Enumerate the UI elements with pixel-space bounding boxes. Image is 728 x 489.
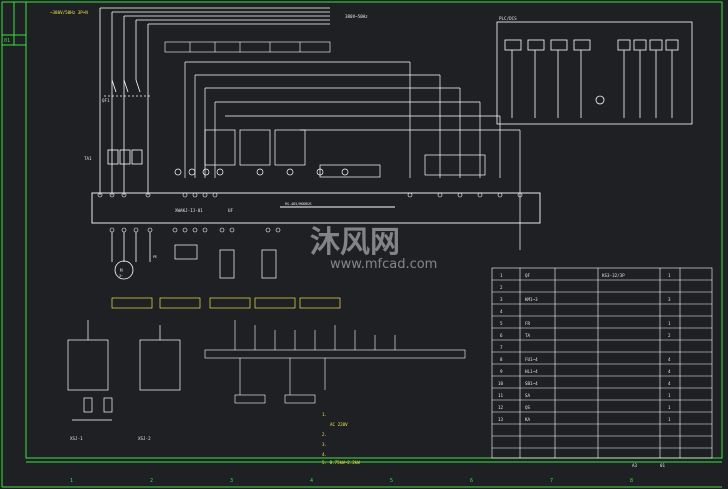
row6-no: 6 [500, 333, 503, 338]
soft-starter-unit [91, 192, 541, 224]
sheet-tag-left: 01 [4, 38, 10, 44]
row1-qty: 1 [668, 273, 671, 278]
soft-starter-label: XWAKJ-IJ-01 [175, 208, 203, 213]
row7-no: 7 [500, 345, 503, 350]
row9-code: HL1~4 [525, 369, 538, 374]
zone-num-1: 1 [70, 478, 73, 484]
row3-code: KM1~3 [525, 297, 538, 302]
zone-num-3: 3 [230, 478, 233, 484]
top-label-strip [164, 41, 331, 53]
watermark-brand: 沐风网 [310, 225, 400, 260]
zone-num-2: 2 [150, 478, 153, 484]
row11-qty: 1 [668, 393, 671, 398]
row9-qty: 4 [668, 369, 671, 374]
notes-block: 1. AC 220V 2. 3. 4. 5. 0.75kW~2.2kW [322, 412, 360, 465]
row10-qty: 4 [668, 381, 671, 386]
row6-code: TA [525, 333, 531, 338]
terminal-strip [204, 320, 466, 404]
note-line-3: 2. [322, 432, 327, 437]
row8-code: FU1~4 [525, 357, 538, 362]
supply-label: ~380V/50Hz 3P+N [50, 10, 88, 15]
row1-model: KS3-32/3P [602, 273, 625, 278]
note-line-1: 1. [322, 412, 327, 417]
qf1-label: QF1 [102, 98, 110, 103]
motor-circuit [111, 232, 151, 280]
indicator-lamps [174, 168, 349, 176]
zone-num-5: 5 [390, 478, 393, 484]
row13-no: 13 [498, 417, 504, 422]
row5-qty: 1 [668, 321, 671, 326]
row3-no: 3 [500, 297, 503, 302]
function-label-row [111, 297, 341, 309]
note-line-2: AC 220V [330, 422, 348, 427]
supply-busbars [99, 7, 330, 195]
row9-no: 9 [500, 369, 503, 374]
control-circuit [184, 61, 521, 250]
row2-no: 2 [500, 285, 503, 290]
row3-qty: 3 [668, 297, 671, 302]
current-transformers [107, 149, 143, 165]
frame-zone-numbers: 1 2 3 4 5 6 7 8 [70, 478, 633, 484]
row12-qty: 1 [668, 405, 671, 410]
row1-code: QF [525, 273, 531, 278]
supply-label-right: 380V~50Hz [345, 14, 368, 19]
bottom-legend-right: XSJ-2 [138, 436, 151, 441]
row5-code: FR [525, 321, 531, 326]
bottom-legend-left: XSJ-1 [70, 436, 83, 441]
row13-qty: 1 [668, 417, 671, 422]
parts-table-cells: 1 QF KS3-32/3P 1 2 3 KM1~3 3 4 5 FR 1 6 … [498, 273, 671, 468]
row8-no: 8 [500, 357, 503, 362]
soft-starter-label2: UF [228, 208, 234, 213]
row10-code: SB1~4 [525, 381, 538, 386]
motor-label: M [120, 268, 123, 273]
title-size: A3 [632, 463, 638, 468]
terminals-top [97, 192, 523, 198]
row5-no: 5 [500, 321, 503, 326]
title-sheet: 01 [660, 463, 666, 468]
aux-circuit-left [67, 320, 181, 421]
row8-qty: 4 [668, 357, 671, 362]
main-breaker-qf1 [104, 20, 150, 195]
row1-no: 1 [500, 273, 503, 278]
note-line-5: 4. [322, 452, 327, 457]
watermark-url: www.mfcad.com [330, 257, 437, 272]
zone-num-7: 7 [550, 478, 553, 484]
row11-code: SA [525, 393, 531, 398]
row12-no: 12 [498, 405, 504, 410]
zone-num-6: 6 [470, 478, 473, 484]
row13-code: KA [525, 417, 531, 422]
plc-label: PLC/DCS [499, 16, 517, 21]
zone-num-4: 4 [310, 478, 313, 484]
row10-no: 10 [498, 381, 504, 386]
row4-no: 4 [500, 309, 503, 314]
zone-num-8: 8 [630, 478, 633, 484]
note-line-4: 3. [322, 442, 327, 447]
plc-block [496, 21, 693, 125]
parts-table [491, 267, 713, 459]
comm-label: RS-485/MODBUS [285, 202, 312, 206]
motor-sub-label: 3~ [119, 274, 123, 278]
ct-label: TA1 [84, 156, 92, 161]
row11-no: 11 [498, 393, 504, 398]
pe-label: PE [153, 255, 157, 259]
terminals-bottom [109, 227, 281, 233]
watermark: 沐风网 www.mfcad.com [310, 225, 437, 272]
note-line-6: 5. 0.75kW~2.2kW [322, 460, 360, 465]
row12-code: QS [525, 405, 531, 410]
aux-relays [174, 244, 277, 279]
row6-qty: 2 [668, 333, 671, 338]
